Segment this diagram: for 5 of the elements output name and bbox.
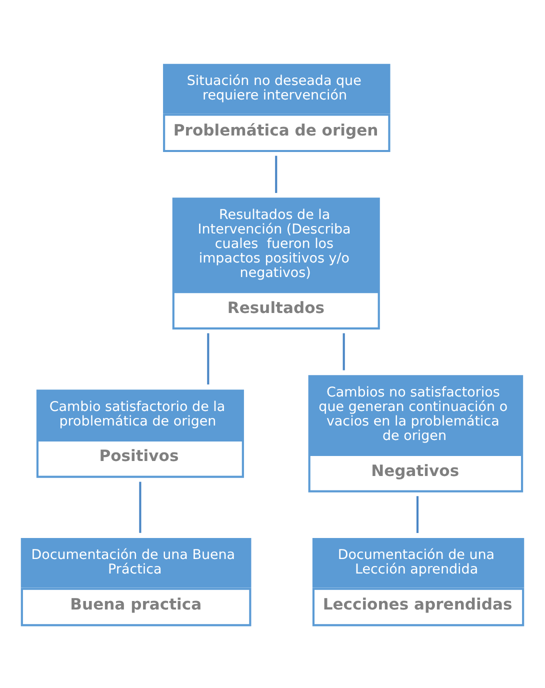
- connector: [416, 496, 419, 532]
- connector: [207, 332, 210, 384]
- connector: [139, 481, 142, 532]
- connector: [342, 332, 345, 370]
- connector: [275, 155, 278, 192]
